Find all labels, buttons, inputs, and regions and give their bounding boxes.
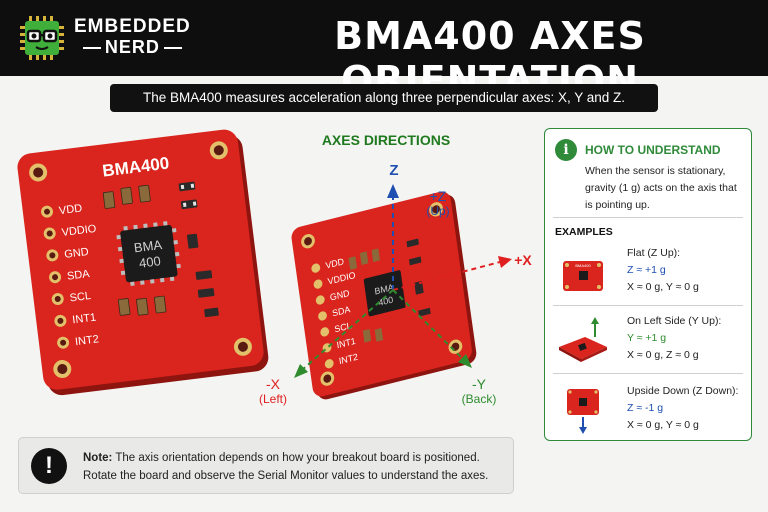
pin-label-scl: SCL: [69, 290, 92, 305]
mid-pin-int1: INT1: [336, 336, 356, 351]
example-left-side: On Left Side (Y Up): Y ≈ +1 g X ≈ 0 g, Z…: [545, 309, 751, 369]
example-upside-down-name: Upside Down (Z Down):: [627, 385, 739, 397]
example-upside-down-rest: X ≈ 0 g, Y ≈ 0 g: [627, 419, 699, 431]
mid-chip-label-line2: 400: [378, 294, 394, 308]
example-upside-down: Upside Down (Z Down): Z ≈ -1 g X ≈ 0 g, …: [545, 379, 751, 439]
note-label: Note:: [83, 452, 113, 464]
pin-label-int1: INT1: [72, 312, 97, 327]
axes-directions-title: AXES DIRECTIONS: [321, 132, 451, 148]
plus-z-sub: (Up): [426, 204, 450, 218]
pin-label-sda: SDA: [66, 268, 91, 283]
plus-z-label: +Z (Up): [418, 188, 458, 218]
example-flat-name: Flat (Z Up):: [627, 247, 681, 259]
x-axis-arrow: [294, 256, 512, 378]
brand-logo-text: EMBEDDED NERD: [74, 16, 191, 58]
bma400-board-illustration: BMA400 BMA 400 VDD VDDIO GND SDA SCL INT…: [17, 129, 269, 396]
minus-y-text: -Y: [472, 376, 486, 392]
example-left-side-rest: X ≈ 0 g, Z ≈ 0 g: [627, 349, 699, 361]
intro-banner: The BMA400 measures acceleration along t…: [110, 84, 658, 112]
brand-line-1: EMBEDDED: [74, 16, 191, 37]
mid-pin-int2: INT2: [338, 352, 358, 367]
pin-label-vdd: VDD: [58, 202, 83, 217]
pin-label-int2: INT2: [74, 333, 99, 348]
examples-heading: EXAMPLES: [555, 226, 613, 238]
minus-x-label: -X (Left): [250, 376, 296, 406]
minus-y-sub: (Back): [461, 392, 497, 406]
pin-label-gnd: GND: [64, 246, 90, 261]
mid-pin-scl: SCL: [334, 320, 352, 334]
note-body: The axis orientation depends on how your…: [83, 452, 489, 482]
mid-pin-vdd: VDD: [325, 256, 345, 271]
example-flat-main: Z ≈ +1 g: [627, 264, 666, 276]
left-side-board-thumbnail: [559, 317, 607, 362]
example-divider-2: [553, 373, 743, 374]
flat-thumb-label: BMA400: [575, 263, 591, 268]
example-flat-rest: X ≈ 0 g, Y ≈ 0 g: [627, 281, 699, 293]
example-flat: BMA400 Flat (Z Up): Z ≈ +1 g X ≈ 0 g, Y …: [545, 241, 751, 301]
chip-label-line1: BMA: [133, 237, 163, 255]
exclamation-icon: !: [31, 448, 67, 484]
z-axis-arrow: [387, 184, 399, 290]
note-box: ! Note: The axis orientation depends on …: [18, 437, 514, 494]
brand-line-2: NERD: [74, 37, 191, 58]
info-icon: i: [555, 139, 577, 161]
note-text: Note: The axis orientation depends on ho…: [83, 449, 509, 485]
brand-line-2-text: NERD: [104, 37, 160, 57]
chip-label-line2: 400: [138, 253, 161, 271]
chip-with-glasses-icon: [20, 16, 64, 60]
minus-x-text: -X: [266, 376, 280, 392]
panel-description: When the sensor is stationary, gravity (…: [585, 165, 737, 211]
mid-pin-sda: SDA: [332, 304, 351, 318]
minus-x-sub: (Left): [258, 392, 287, 406]
flat-board-thumbnail: BMA400: [563, 261, 603, 291]
panel-title: HOW TO UNDERSTAND: [585, 143, 721, 157]
z-axis-letter: Z: [389, 162, 399, 179]
how-to-understand-panel: i HOW TO UNDERSTAND When the sensor is s…: [544, 128, 752, 441]
example-left-side-name: On Left Side (Y Up):: [627, 315, 722, 327]
pin-label-vddio: VDDIO: [61, 223, 97, 239]
example-divider-1: [553, 305, 743, 306]
mid-pin-gnd: GND: [329, 288, 350, 303]
panel-divider: [553, 217, 743, 218]
example-left-side-main: Y ≈ +1 g: [627, 332, 667, 344]
y-axis-arrow: [392, 289, 472, 368]
example-upside-down-main: Z ≈ -1 g: [627, 402, 664, 414]
plus-x-label: +X: [514, 252, 532, 268]
plus-z-text: +Z: [429, 188, 447, 204]
minus-y-label: -Y (Back): [456, 376, 502, 406]
upside-down-board-thumbnail: [567, 389, 599, 434]
